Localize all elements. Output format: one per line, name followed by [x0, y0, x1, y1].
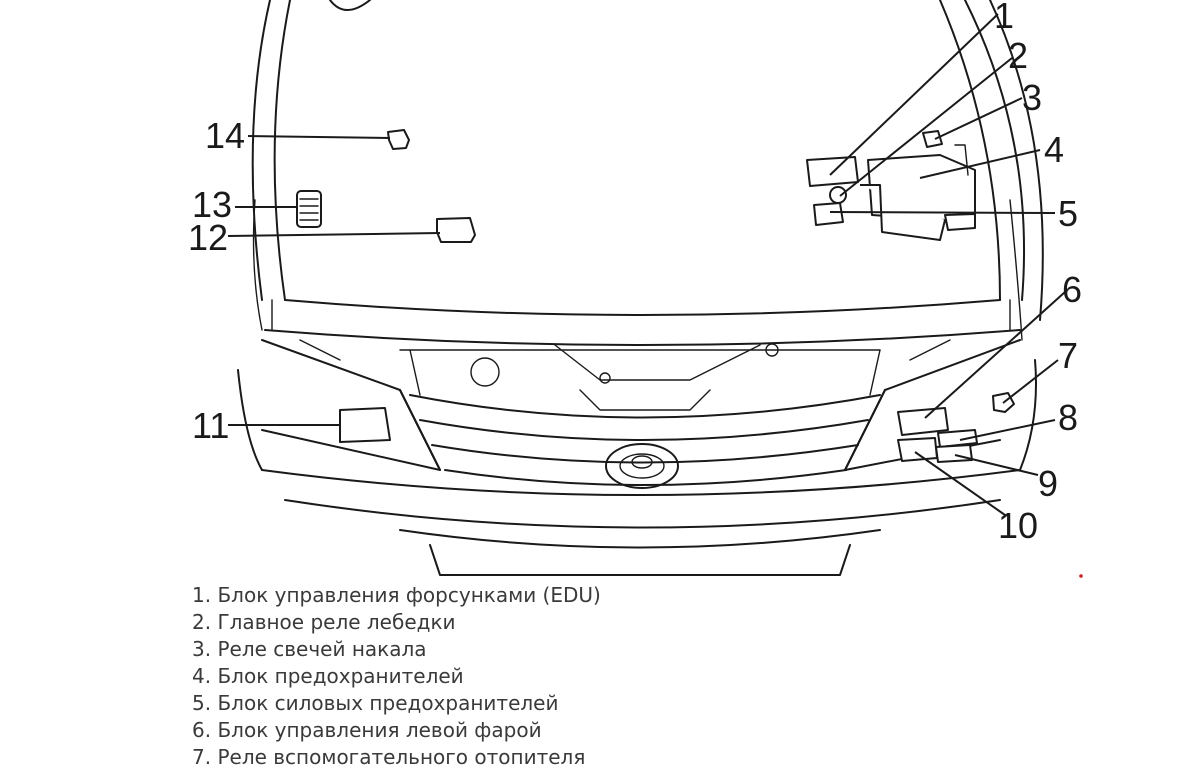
- legend-item: 3. Реле свечей накала: [192, 636, 601, 663]
- callout-9: 9: [1038, 463, 1058, 504]
- component-9: [935, 444, 973, 463]
- vehicle-component-location-diagram: 1 2 3 4 5 6 7 8 9 10 11 12 13 14: [188, 0, 1083, 578]
- component-10: [897, 437, 938, 462]
- callout-14: 14: [205, 115, 245, 156]
- callout-10: 10: [998, 505, 1038, 546]
- legend-number: 3.: [192, 637, 212, 661]
- callout-12: 12: [188, 217, 228, 258]
- legend-text: Блок предохранителей: [217, 664, 464, 688]
- callout-11: 11: [192, 405, 229, 446]
- legend-text: Блок силовых предохранителей: [217, 691, 559, 715]
- component-6: [897, 407, 949, 436]
- stray-red-dot: [1079, 574, 1083, 578]
- legend-item: 7. Реле вспомогательного отопителя: [192, 744, 601, 771]
- callout-1: 1: [994, 0, 1014, 36]
- legend-text: Блок управления форсунками (EDU): [217, 583, 601, 607]
- component-14: [387, 129, 410, 150]
- legend-item: 4. Блок предохранителей: [192, 663, 601, 690]
- open-hood: [251, 0, 1044, 346]
- component-legend: 1. Блок управления форсунками (EDU) 2. Г…: [192, 582, 601, 771]
- legend-text: Реле свечей накала: [217, 637, 427, 661]
- legend-number: 5.: [192, 691, 212, 715]
- legend-item: 6. Блок управления левой фарой: [192, 717, 601, 744]
- component-3: [922, 130, 943, 148]
- components: [296, 129, 1015, 463]
- component-8: [937, 429, 978, 448]
- legend-item: 5. Блок силовых предохранителей: [192, 690, 601, 717]
- component-12: [436, 217, 476, 243]
- callout-7: 7: [1058, 335, 1078, 376]
- callout-6: 6: [1062, 269, 1082, 310]
- component-11: [339, 407, 391, 443]
- callout-numbers: 1 2 3 4 5 6 7 8 9 10 11 12 13 14: [188, 0, 1082, 546]
- legend-number: 2.: [192, 610, 212, 634]
- legend-text: Главное реле лебедки: [217, 610, 456, 634]
- component-2: [829, 186, 847, 204]
- vehicle-front: [237, 299, 1037, 576]
- legend-number: 4.: [192, 664, 212, 688]
- callout-3: 3: [1022, 77, 1042, 118]
- legend-text: Реле вспомогательного отопителя: [217, 745, 586, 769]
- legend-number: 7.: [192, 745, 212, 769]
- callout-5: 5: [1058, 193, 1078, 234]
- legend-text: Блок управления левой фарой: [217, 718, 542, 742]
- callout-13: 13: [192, 184, 232, 225]
- legend-number: 6.: [192, 718, 212, 742]
- legend-number: 1.: [192, 583, 212, 607]
- callout-4: 4: [1044, 129, 1064, 170]
- callout-2: 2: [1008, 35, 1028, 76]
- component-13: [296, 190, 322, 228]
- component-5: [813, 202, 844, 226]
- legend-item: 2. Главное реле лебедки: [192, 609, 601, 636]
- callout-8: 8: [1058, 397, 1078, 438]
- leader-lines: [227, 13, 1066, 516]
- legend-item: 1. Блок управления форсунками (EDU): [192, 582, 601, 609]
